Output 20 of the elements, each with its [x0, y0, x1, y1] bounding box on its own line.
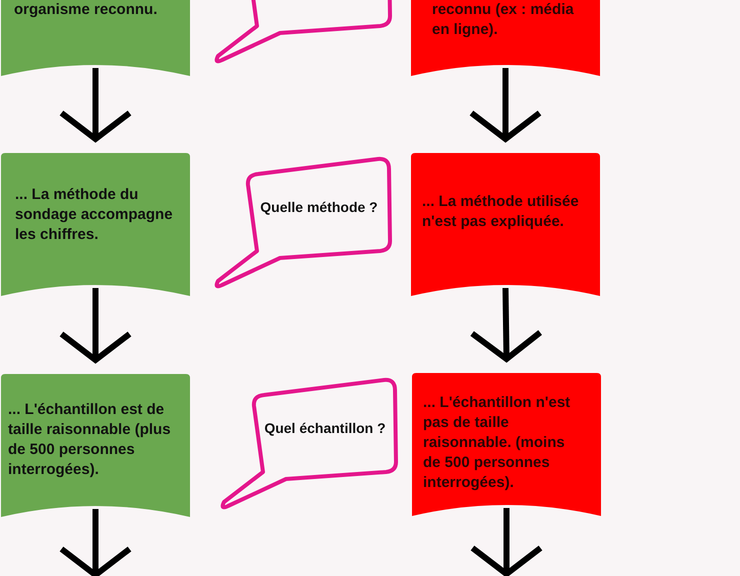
criterion-text: organisme reconnu.: [14, 0, 158, 20]
arrow: [470, 508, 544, 576]
question-text: Quel échantillon ?: [264, 419, 386, 437]
arrow: [469, 288, 544, 362]
criterion-text: reconnu (ex : média en ligne).: [432, 0, 575, 40]
arrow: [58, 68, 132, 142]
question-text: Quelle méthode ?: [260, 198, 378, 216]
speech-bubble: [212, 155, 393, 290]
arrow: [468, 68, 542, 142]
flow-box: [1, 374, 190, 517]
criterion-text: ... L'échantillon n'est pas de taille raisonnable. (moins de 500 personnes interrogées).: [423, 393, 572, 493]
flow-box: [411, 153, 600, 296]
criterion-text: ... La méthode utilisée n'est pas expliquée.: [422, 192, 580, 232]
arrow: [58, 288, 132, 363]
arrow: [58, 509, 132, 576]
criterion-text: ... L'échantillon est de taille raisonnable (plus de 500 personnes interrogées).: [8, 400, 172, 480]
criterion-text: ... La méthode du sondage accompagne les chiffres.: [15, 185, 174, 245]
flow-box: [1, 153, 190, 296]
flow-box: [412, 373, 601, 516]
speech-bubble: [218, 376, 399, 511]
